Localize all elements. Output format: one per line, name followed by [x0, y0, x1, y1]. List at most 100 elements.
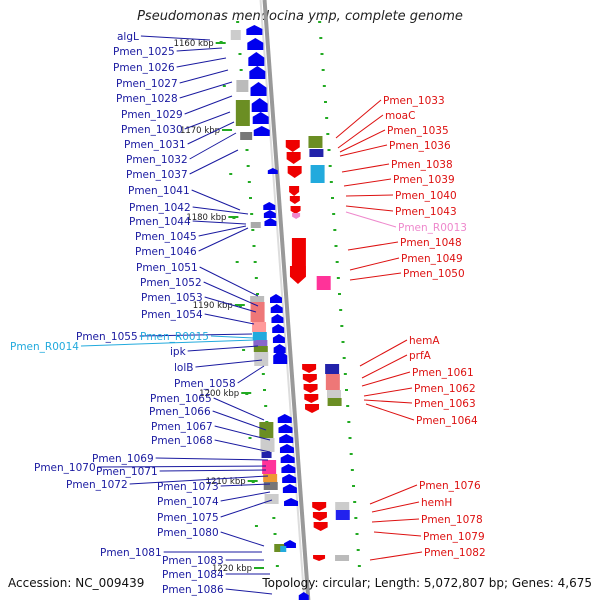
forward-gene-arrow [253, 126, 270, 136]
cog-box [230, 30, 241, 40]
scale-label: 1190 kbp [193, 301, 233, 311]
cog-box [280, 546, 287, 552]
cog-box [259, 422, 274, 438]
leader-line-left [203, 281, 259, 307]
forward-gene-arrow [280, 454, 295, 463]
leader-line-right [363, 387, 413, 397]
gene-label-right: Pmen_1038 [391, 159, 453, 171]
gene-label-right: Pmen_1049 [401, 253, 463, 265]
gene-label-left: Pmen_1031 [124, 139, 186, 151]
leader-line-right [345, 194, 394, 197]
gene-label-right: hemA [409, 335, 440, 347]
gene-label-left: Pmen_1084 [162, 569, 224, 581]
gene-label-left: Pmen_1083 [162, 555, 224, 567]
reverse-gene-block [291, 238, 306, 266]
gene-label-left: Pmen_1046 [135, 246, 197, 258]
gene-label-left: Pmen_1032 [126, 154, 188, 166]
cog-box [262, 460, 277, 474]
gene-label-right: prfA [409, 350, 432, 362]
cog-box [250, 296, 265, 302]
gene-label-right: Pmen_1078 [421, 514, 483, 526]
forward-gene-arrow [282, 474, 297, 483]
gene-label-right: Pmen_1076 [419, 480, 481, 492]
leader-line-right [341, 163, 390, 173]
reverse-gene-arrow [303, 384, 318, 393]
scale-label: 1200 kbp [199, 389, 239, 399]
reverse-gene-arrow [302, 364, 317, 373]
forward-gene-arrow [277, 414, 292, 423]
leader-line-left [129, 475, 269, 485]
topology-label: Topology: circular; Length: 5,072,807 bp… [262, 576, 592, 590]
cog-box [264, 494, 279, 504]
leader-line-right [369, 551, 423, 561]
leader-line-left [225, 588, 273, 595]
leader-line-left [179, 69, 229, 84]
cog-box [252, 332, 267, 340]
forward-gene-arrow [272, 334, 285, 343]
leader-line-left [179, 81, 233, 99]
reverse-gene-arrow [290, 206, 301, 214]
scale-label: 1210 kbp [206, 477, 246, 487]
forward-gene-arrow [279, 444, 294, 453]
backbone-shadow [259, 0, 306, 600]
gene-label-left: Pmen_1044 [129, 216, 191, 228]
leader-line-right [371, 501, 420, 513]
gene-label-left: Pmen_1051 [136, 262, 198, 274]
gene-label-left: Pmen_1080 [157, 527, 219, 539]
leader-line-left [198, 225, 247, 237]
forward-gene-arrow [267, 168, 278, 174]
leader-line-left [176, 47, 223, 52]
gene-label-left: Pmen_1041 [128, 185, 190, 197]
cog-box [254, 352, 269, 366]
forward-gene-arrow [249, 66, 266, 79]
leader-line-left [220, 531, 265, 547]
forward-gene-arrow [251, 98, 268, 112]
gene-label-left: Pmen_1054 [141, 309, 203, 321]
reverse-gene-arrow [313, 555, 326, 561]
gene-label-right: Pmen_1048 [400, 237, 462, 249]
leader-line-left [187, 345, 259, 352]
gene-label-left: Pmen_1070 [34, 462, 96, 474]
scale-label: 1180 kbp [186, 213, 226, 223]
leader-line-left [139, 333, 253, 337]
leader-line-left [176, 57, 227, 68]
leader-line-right [363, 399, 413, 404]
reverse-gene-arrow [285, 140, 300, 152]
leader-line-right [345, 205, 394, 212]
cog-box [309, 149, 324, 157]
leader-line-left [189, 149, 239, 175]
leader-line-right [339, 144, 388, 157]
forward-gene-arrow [283, 540, 296, 548]
leader-line-right [335, 99, 382, 139]
gene-label-left: Pmen_1029 [121, 109, 183, 121]
forward-gene-arrow [279, 434, 294, 443]
leader-line-left [192, 220, 247, 225]
gene-label-left: Pmen_1065 [150, 393, 212, 405]
gene-label-right: Pmen_1035 [387, 125, 449, 137]
reverse-gene-arrow [312, 502, 327, 511]
forward-gene-arrow [284, 498, 299, 506]
reverse-gene-arrow [312, 512, 327, 521]
leader-line-right [347, 241, 399, 251]
cog-box [263, 482, 278, 490]
reverse-gene-arrow [289, 186, 300, 196]
gene-label-left: Pmen_1028 [116, 93, 178, 105]
gene-label-left: Pmen_1074 [157, 496, 219, 508]
gene-label-left: Pmen_1058 [174, 378, 236, 390]
forward-gene-arrow [270, 294, 283, 303]
forward-gene-arrow [278, 424, 293, 433]
cog-box [252, 322, 267, 332]
forward-gene-arrow [272, 324, 285, 333]
leader-line-left [80, 339, 257, 347]
forward-gene-arrow [248, 52, 265, 66]
gene-label-right: Pmen_R0013 [398, 222, 467, 234]
forward-gene-arrow [271, 314, 284, 323]
gene-label-left: Pmen_R0014 [10, 341, 79, 353]
gene-label-left: algL [117, 31, 139, 43]
leader-line-left [198, 227, 249, 252]
cog-box [250, 302, 265, 322]
leader-line-left [212, 410, 267, 431]
cog-box [250, 222, 261, 228]
gene-label-left: Pmen_R0015 [140, 331, 209, 343]
